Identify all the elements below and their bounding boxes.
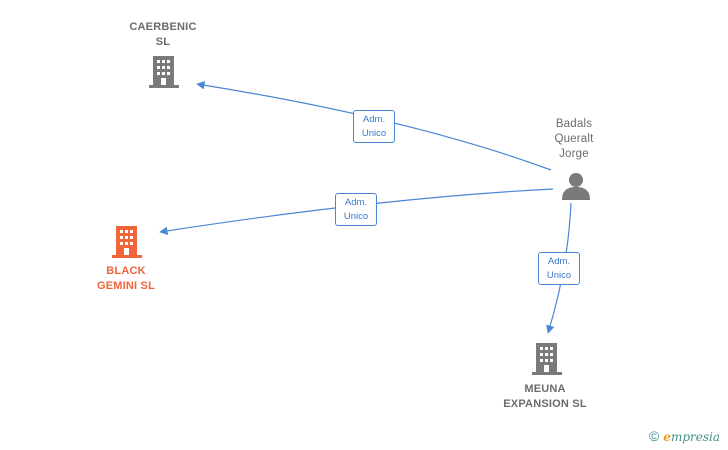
edge-role-line2: Unico [546, 270, 572, 281]
person-name-line2: Queralt [554, 133, 594, 145]
company-label-black-gemini[interactable]: BLACK GEMINI SL [76, 264, 176, 294]
building-icon[interactable] [112, 226, 142, 258]
company-name-line1: BLACK [106, 265, 146, 277]
edge-role-line2: Unico [361, 128, 387, 139]
person-icon[interactable] [562, 173, 590, 200]
company-name-line1: CAERBENIC [129, 21, 197, 33]
person-name-line1: Badals [555, 118, 593, 130]
company-name-line1: MEUNA [524, 383, 566, 395]
company-name-line2: EXPANSION SL [503, 398, 587, 410]
edge-role-line1: Adm. [547, 256, 571, 267]
company-name-line2: SL [155, 36, 171, 48]
company-name-line2: GEMINI SL [96, 280, 156, 292]
person-name-line3: Jorge [559, 148, 589, 160]
copyright-icon: © [648, 428, 660, 444]
edge-role-line1: Adm. [344, 197, 368, 208]
edge-label-black-gemini[interactable]: Adm. Unico [335, 193, 377, 226]
company-label-meuna[interactable]: MEUNA EXPANSION SL [490, 382, 600, 412]
edge-role-line2: Unico [343, 211, 369, 222]
company-label-caerbenic[interactable]: CAERBENIC SL [113, 20, 213, 50]
edge-label-meuna[interactable]: Adm. Unico [538, 252, 580, 285]
building-icon[interactable] [532, 343, 562, 375]
edge-label-caerbenic[interactable]: Adm. Unico [353, 110, 395, 143]
building-icon[interactable] [149, 56, 179, 88]
footer-brand: ©empresia [649, 428, 720, 444]
person-label[interactable]: Badals Queralt Jorge [534, 117, 614, 162]
brand-initial: e [663, 430, 671, 444]
edge-role-line1: Adm. [362, 114, 386, 125]
brand-name: mpresia [670, 430, 720, 444]
